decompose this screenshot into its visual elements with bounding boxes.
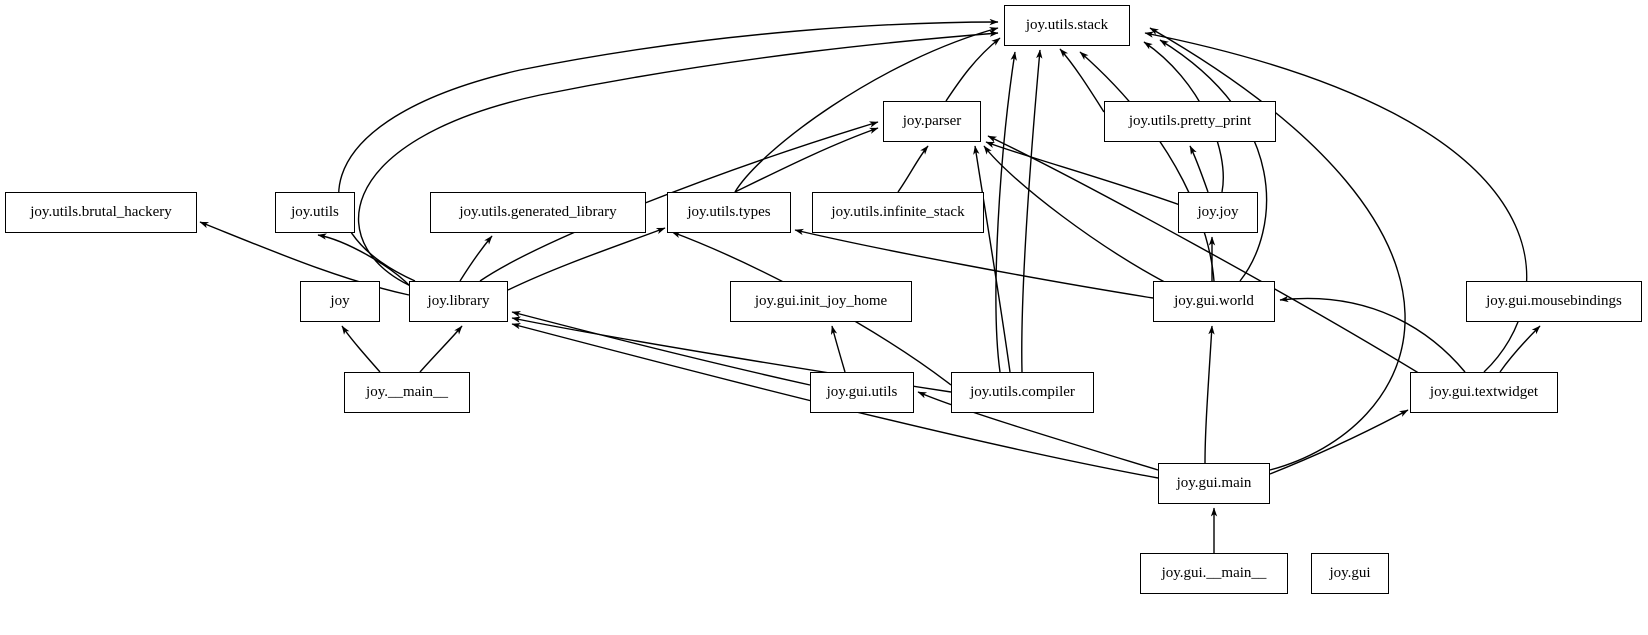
node-label: joy.gui.init_joy_home [754, 293, 888, 309]
node-joy-gui-world[interactable]: joy.gui.world [1153, 281, 1275, 322]
node-joy-gui-textwidget[interactable]: joy.gui.textwidget [1410, 372, 1558, 413]
node-label: joy.utils.compiler [970, 384, 1075, 400]
node-label: joy.joy [1197, 204, 1239, 220]
node-label: joy.__main__ [366, 384, 448, 400]
node-label: joy.gui.mousebindings [1486, 293, 1622, 309]
node-joy-utils[interactable]: joy.utils [275, 192, 355, 233]
node-joy-gui[interactable]: joy.gui [1311, 553, 1389, 594]
node-joy-gui-init-joy-home[interactable]: joy.gui.init_joy_home [730, 281, 912, 322]
node-label: joy.library [427, 293, 490, 309]
node-label: joy.gui.__main__ [1161, 565, 1267, 581]
node-label: joy.gui.main [1176, 475, 1252, 491]
node-joy-utils-compiler[interactable]: joy.utils.compiler [951, 372, 1094, 413]
node-label: joy.gui [1329, 565, 1371, 581]
node-joy-utils-types[interactable]: joy.utils.types [667, 192, 791, 233]
node-joy-parser[interactable]: joy.parser [883, 101, 981, 142]
node-label: joy.gui.world [1174, 293, 1254, 309]
node-label: joy.utils.pretty_print [1128, 113, 1252, 129]
node-label: joy.utils.infinite_stack [831, 204, 965, 220]
node-label: joy.utils.brutal_hackery [30, 204, 172, 220]
node-joy-joy[interactable]: joy.joy [1178, 192, 1258, 233]
node-label: joy.utils.generated_library [459, 204, 617, 220]
node-joy[interactable]: joy [300, 281, 380, 322]
node-label: joy.gui.utils [826, 384, 898, 400]
node-label: joy [330, 293, 350, 309]
node-joy-utils-generated-library[interactable]: joy.utils.generated_library [430, 192, 646, 233]
node-joy-utils-stack[interactable]: joy.utils.stack [1004, 5, 1130, 46]
node-label: joy.parser [902, 113, 962, 129]
node-joy-gui-mousebindings[interactable]: joy.gui.mousebindings [1466, 281, 1642, 322]
node-joy-gui-utils[interactable]: joy.gui.utils [810, 372, 914, 413]
node-joy-utils-pretty-print[interactable]: joy.utils.pretty_print [1104, 101, 1276, 142]
node-joy-utils-infinite-stack[interactable]: joy.utils.infinite_stack [812, 192, 984, 233]
node-joy-library[interactable]: joy.library [409, 281, 508, 322]
node-label: joy.gui.textwidget [1429, 384, 1539, 400]
node-joy-utils-brutal-hackery[interactable]: joy.utils.brutal_hackery [5, 192, 197, 233]
node-joy-main-module[interactable]: joy.__main__ [344, 372, 470, 413]
node-label: joy.utils.types [687, 204, 771, 220]
node-label: joy.utils.stack [1025, 17, 1109, 33]
node-joy-gui-main-module[interactable]: joy.gui.__main__ [1140, 553, 1288, 594]
node-label: joy.utils [291, 204, 339, 220]
node-joy-gui-main[interactable]: joy.gui.main [1158, 463, 1270, 504]
